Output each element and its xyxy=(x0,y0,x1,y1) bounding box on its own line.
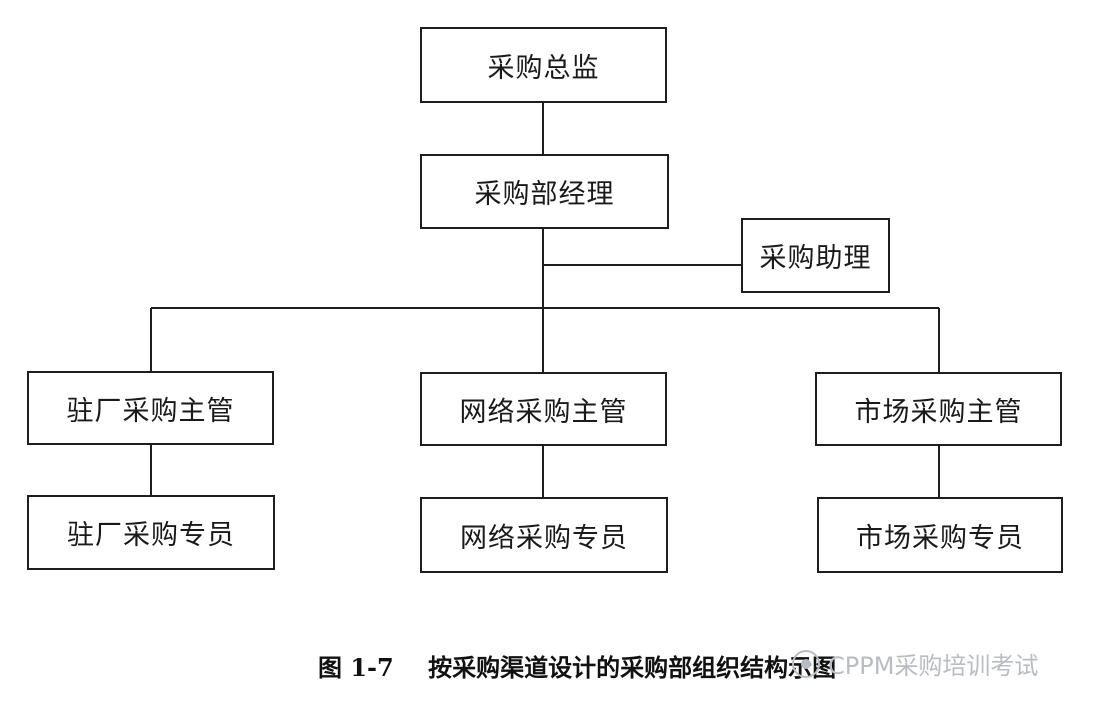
figure-number: 图 1-7 xyxy=(318,653,394,682)
node-purchasing-assistant: 采购助理 xyxy=(741,218,890,293)
node-label: 市场采购主管 xyxy=(854,396,1023,428)
watermark: CPPM采购培训考试 xyxy=(792,646,1038,681)
account-logo-icon xyxy=(792,649,820,678)
node-label: 采购助理 xyxy=(759,243,872,274)
node-network-supervisor: 网络采购主管 xyxy=(420,372,667,446)
watermark-text: CPPM采购培训考试 xyxy=(828,652,1039,680)
node-label: 市场采购专员 xyxy=(856,522,1024,554)
node-label: 采购部经理 xyxy=(474,179,615,210)
node-label: 驻厂采购专员 xyxy=(67,520,235,551)
node-label: 驻厂采购主管 xyxy=(66,395,235,427)
figure-caption: 图 1-7 按采购渠道设计的采购部组织结构示图 xyxy=(318,648,836,683)
node-market-supervisor: 市场采购主管 xyxy=(815,372,1062,446)
node-factory-supervisor: 驻厂采购主管 xyxy=(27,371,274,445)
node-factory-specialist: 驻厂采购专员 xyxy=(27,495,275,570)
node-network-specialist: 网络采购专员 xyxy=(420,497,668,573)
figure-title: 按采购渠道设计的采购部组织结构示图 xyxy=(428,653,837,682)
node-purchasing-manager: 采购部经理 xyxy=(420,154,669,229)
node-label: 采购总监 xyxy=(487,52,600,84)
node-label: 网络采购主管 xyxy=(459,396,628,428)
node-label: 网络采购专员 xyxy=(460,522,628,554)
node-market-specialist: 市场采购专员 xyxy=(817,497,1063,573)
node-purchasing-director: 采购总监 xyxy=(420,27,667,103)
